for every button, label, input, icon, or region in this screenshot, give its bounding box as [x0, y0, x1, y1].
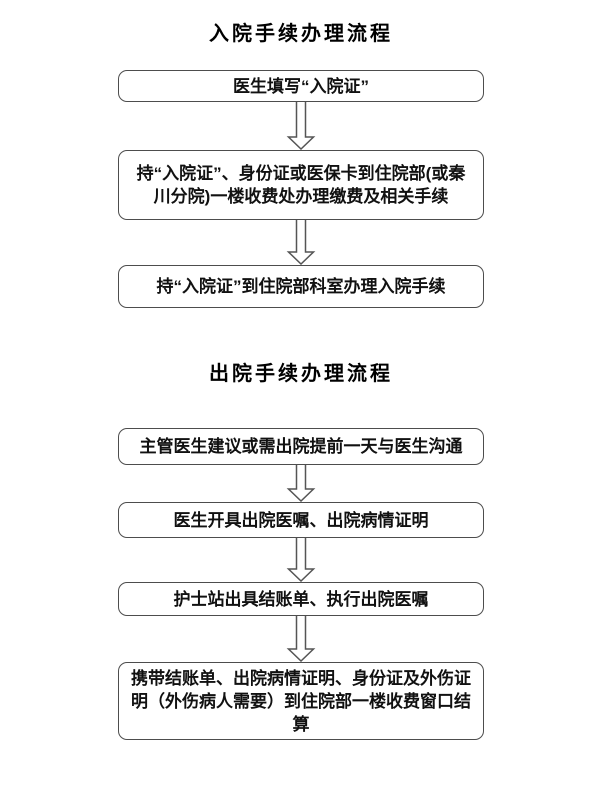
- admission-step-2: 持“入院证”、身份证或医保卡到住院部(或秦川分院)一楼收费处办理缴费及相关手续: [118, 150, 484, 220]
- discharge-step-3: 护士站出具结账单、执行出院医嘱: [118, 582, 484, 616]
- discharge-step-2-text: 医生开具出院医嘱、出院病情证明: [173, 510, 429, 530]
- discharge-step-4: 携带结账单、出院病情证明、身份证及外伤证明（外伤病人需要）到住院部一楼收费窗口结…: [118, 662, 484, 740]
- discharge-flow-title: 出院手续办理流程: [209, 363, 393, 385]
- discharge-step-2: 医生开具出院医嘱、出院病情证明: [118, 502, 484, 538]
- admission-step-2-text: 持“入院证”、身份证或医保卡到住院部(或秦川分院)一楼收费处办理缴费及相关手续: [136, 164, 466, 206]
- down-arrow-icon: [286, 102, 316, 150]
- admission-flow-title: 入院手续办理流程: [209, 23, 393, 45]
- down-arrow-icon: [286, 465, 316, 502]
- down-arrow-icon: [286, 538, 316, 582]
- admission-step-3-text: 持“入院证”到住院部科室办理入院手续: [156, 277, 446, 296]
- discharge-step-1-text: 主管医生建议或需出院提前一天与医生沟通: [139, 437, 463, 456]
- down-arrow-icon: [286, 616, 316, 662]
- discharge-step-4-text: 携带结账单、出院病情证明、身份证及外伤证明（外伤病人需要）到住院部一楼收费窗口结…: [131, 668, 471, 734]
- admission-step-1-text: 医生填写“入院证”: [233, 76, 369, 96]
- discharge-step-3-text: 护士站出具结账单、执行出院医嘱: [173, 589, 429, 609]
- admission-step-1: 医生填写“入院证”: [118, 70, 484, 102]
- discharge-step-1: 主管医生建议或需出院提前一天与医生沟通: [118, 428, 484, 465]
- down-arrow-icon: [286, 220, 316, 265]
- admission-step-3: 持“入院证”到住院部科室办理入院手续: [118, 265, 484, 308]
